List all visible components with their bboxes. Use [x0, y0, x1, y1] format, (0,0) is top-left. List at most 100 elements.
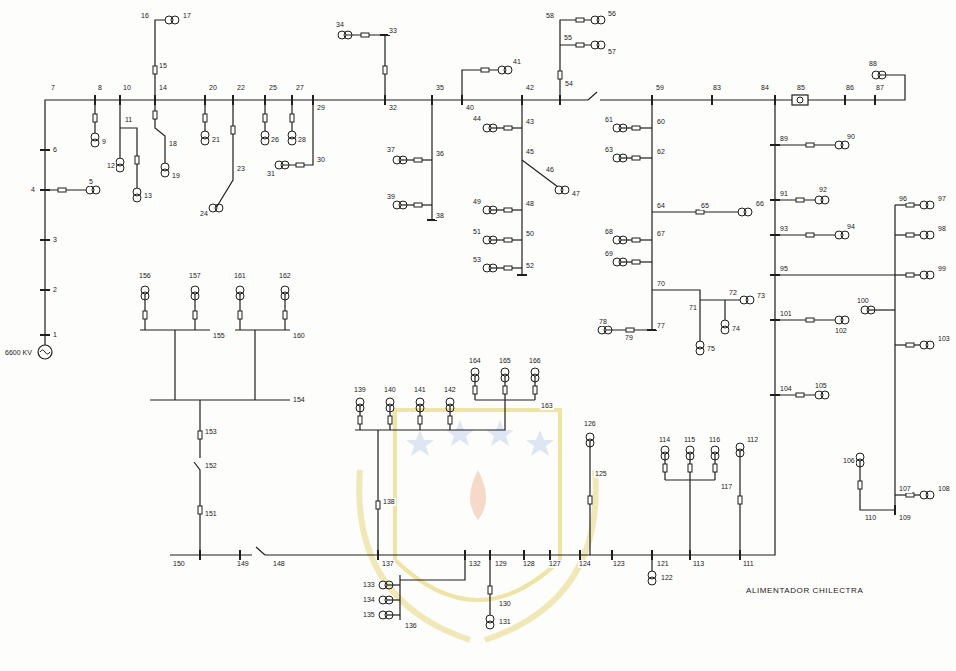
fuse-symbol: [632, 156, 640, 160]
bus-number: 108: [937, 485, 951, 493]
bus-number: 28: [297, 136, 307, 144]
bus-number: 105: [814, 382, 828, 390]
fuse-symbol: [388, 416, 392, 424]
bus-number: 8: [97, 84, 103, 92]
bus-number: 154: [292, 396, 306, 404]
bus-number: 155: [212, 332, 226, 340]
transformer-symbol: [856, 459, 864, 467]
bus-number: 36: [435, 150, 445, 158]
bus-number: 104: [779, 385, 793, 393]
bus-number: 10: [122, 84, 132, 92]
bus-number: 141: [413, 386, 427, 394]
bus-number: 34: [335, 21, 345, 29]
feeder-line: [689, 480, 690, 555]
bus-number: 56: [607, 10, 617, 18]
bus-number: 70: [656, 280, 666, 288]
bus-number: 113: [692, 560, 705, 568]
bus-bar: [651, 95, 653, 105]
bus-number: 33: [388, 27, 398, 35]
transformer-symbol: [926, 271, 934, 279]
bus-number: 31: [266, 170, 276, 178]
transformer-symbol: [92, 186, 100, 194]
bus-number: 110: [864, 514, 877, 522]
fuse-symbol: [906, 273, 914, 277]
feeder-line: [235, 329, 290, 330]
fuse-symbol: [135, 156, 139, 164]
bus-number: 116: [708, 436, 721, 444]
bus-bar: [874, 95, 876, 105]
bus-number: 107: [898, 485, 912, 493]
bus-number: 16: [140, 12, 150, 20]
bus-number: 96: [898, 195, 908, 203]
bus-number: 162: [278, 272, 292, 280]
fuse-symbol: [143, 311, 147, 319]
transformer-symbol: [501, 374, 509, 382]
transformer-symbol: [201, 137, 209, 145]
transformer-symbol: [161, 169, 169, 177]
bus-bar: [549, 550, 551, 560]
bus-number: 14: [158, 84, 168, 92]
bus-number: 1: [52, 331, 58, 339]
transformer-symbol: [841, 316, 849, 324]
fuse-symbol: [858, 481, 862, 489]
feeder-line: [860, 205, 895, 510]
feeder-line: [345, 35, 385, 100]
bus-number: 68: [604, 228, 614, 236]
bus-number: 83: [712, 84, 722, 92]
bus-number: 153: [204, 428, 218, 436]
transformer-symbol: [926, 201, 934, 209]
fuse-symbol: [203, 114, 207, 122]
bus-bar: [232, 95, 234, 105]
bus-number: 65: [700, 202, 710, 210]
transformer-symbol: [489, 124, 497, 132]
bus-number: 106: [842, 457, 856, 465]
bus-number: 99: [937, 265, 947, 273]
bus-number: 160: [292, 332, 306, 340]
bus-number: 13: [143, 192, 153, 200]
bus-number: 5: [88, 178, 94, 186]
bus-number: 165: [498, 357, 512, 365]
bus-number: 20: [208, 84, 218, 92]
bus-bar: [312, 95, 314, 105]
bus-number: 18: [168, 140, 178, 148]
fuse-symbol: [533, 386, 537, 394]
fuse-symbol: [713, 464, 717, 472]
bus-number: 127: [548, 560, 562, 568]
transformer-symbol: [191, 292, 199, 300]
bus-bar: [770, 274, 780, 276]
bus-number: 23: [236, 165, 246, 173]
bus-number: 41: [512, 58, 522, 66]
bus-number: 152: [204, 462, 218, 470]
fuse-symbol: [626, 328, 634, 332]
transformer-symbol: [561, 186, 569, 194]
bus-number: 48: [525, 200, 535, 208]
transformer-symbol: [746, 296, 754, 304]
transformer-symbol: [171, 16, 179, 24]
fuse-symbol: [576, 43, 584, 47]
fuse-symbol: [806, 318, 814, 322]
bus-bar: [431, 95, 433, 105]
transformer-symbol: [141, 292, 149, 300]
transformer-symbol: [841, 141, 849, 149]
bus-number: 97: [937, 195, 947, 203]
feeder-line: [522, 160, 562, 190]
bus-number: 66: [755, 200, 765, 208]
bus-number: 11: [124, 116, 133, 124]
bus-number: 6: [52, 146, 58, 154]
transformer-symbol: [261, 137, 269, 145]
bus-bar: [521, 95, 523, 105]
bus-number: 98: [937, 225, 947, 233]
bus-number: 35: [435, 84, 445, 92]
bus-number: 103: [937, 335, 951, 343]
bus-number: 21: [211, 136, 221, 144]
bus-bar: [611, 550, 613, 560]
transformer-symbol: [841, 231, 849, 239]
fuse-symbol: [193, 311, 197, 319]
transformer-symbol: [416, 404, 424, 412]
bus-bar: [689, 550, 691, 560]
bus-number: 121: [656, 560, 670, 568]
bus-number: 140: [383, 386, 397, 394]
feeder-line: [265, 100, 775, 555]
bus-number: 54: [564, 80, 574, 88]
fuse-symbol: [448, 416, 452, 424]
